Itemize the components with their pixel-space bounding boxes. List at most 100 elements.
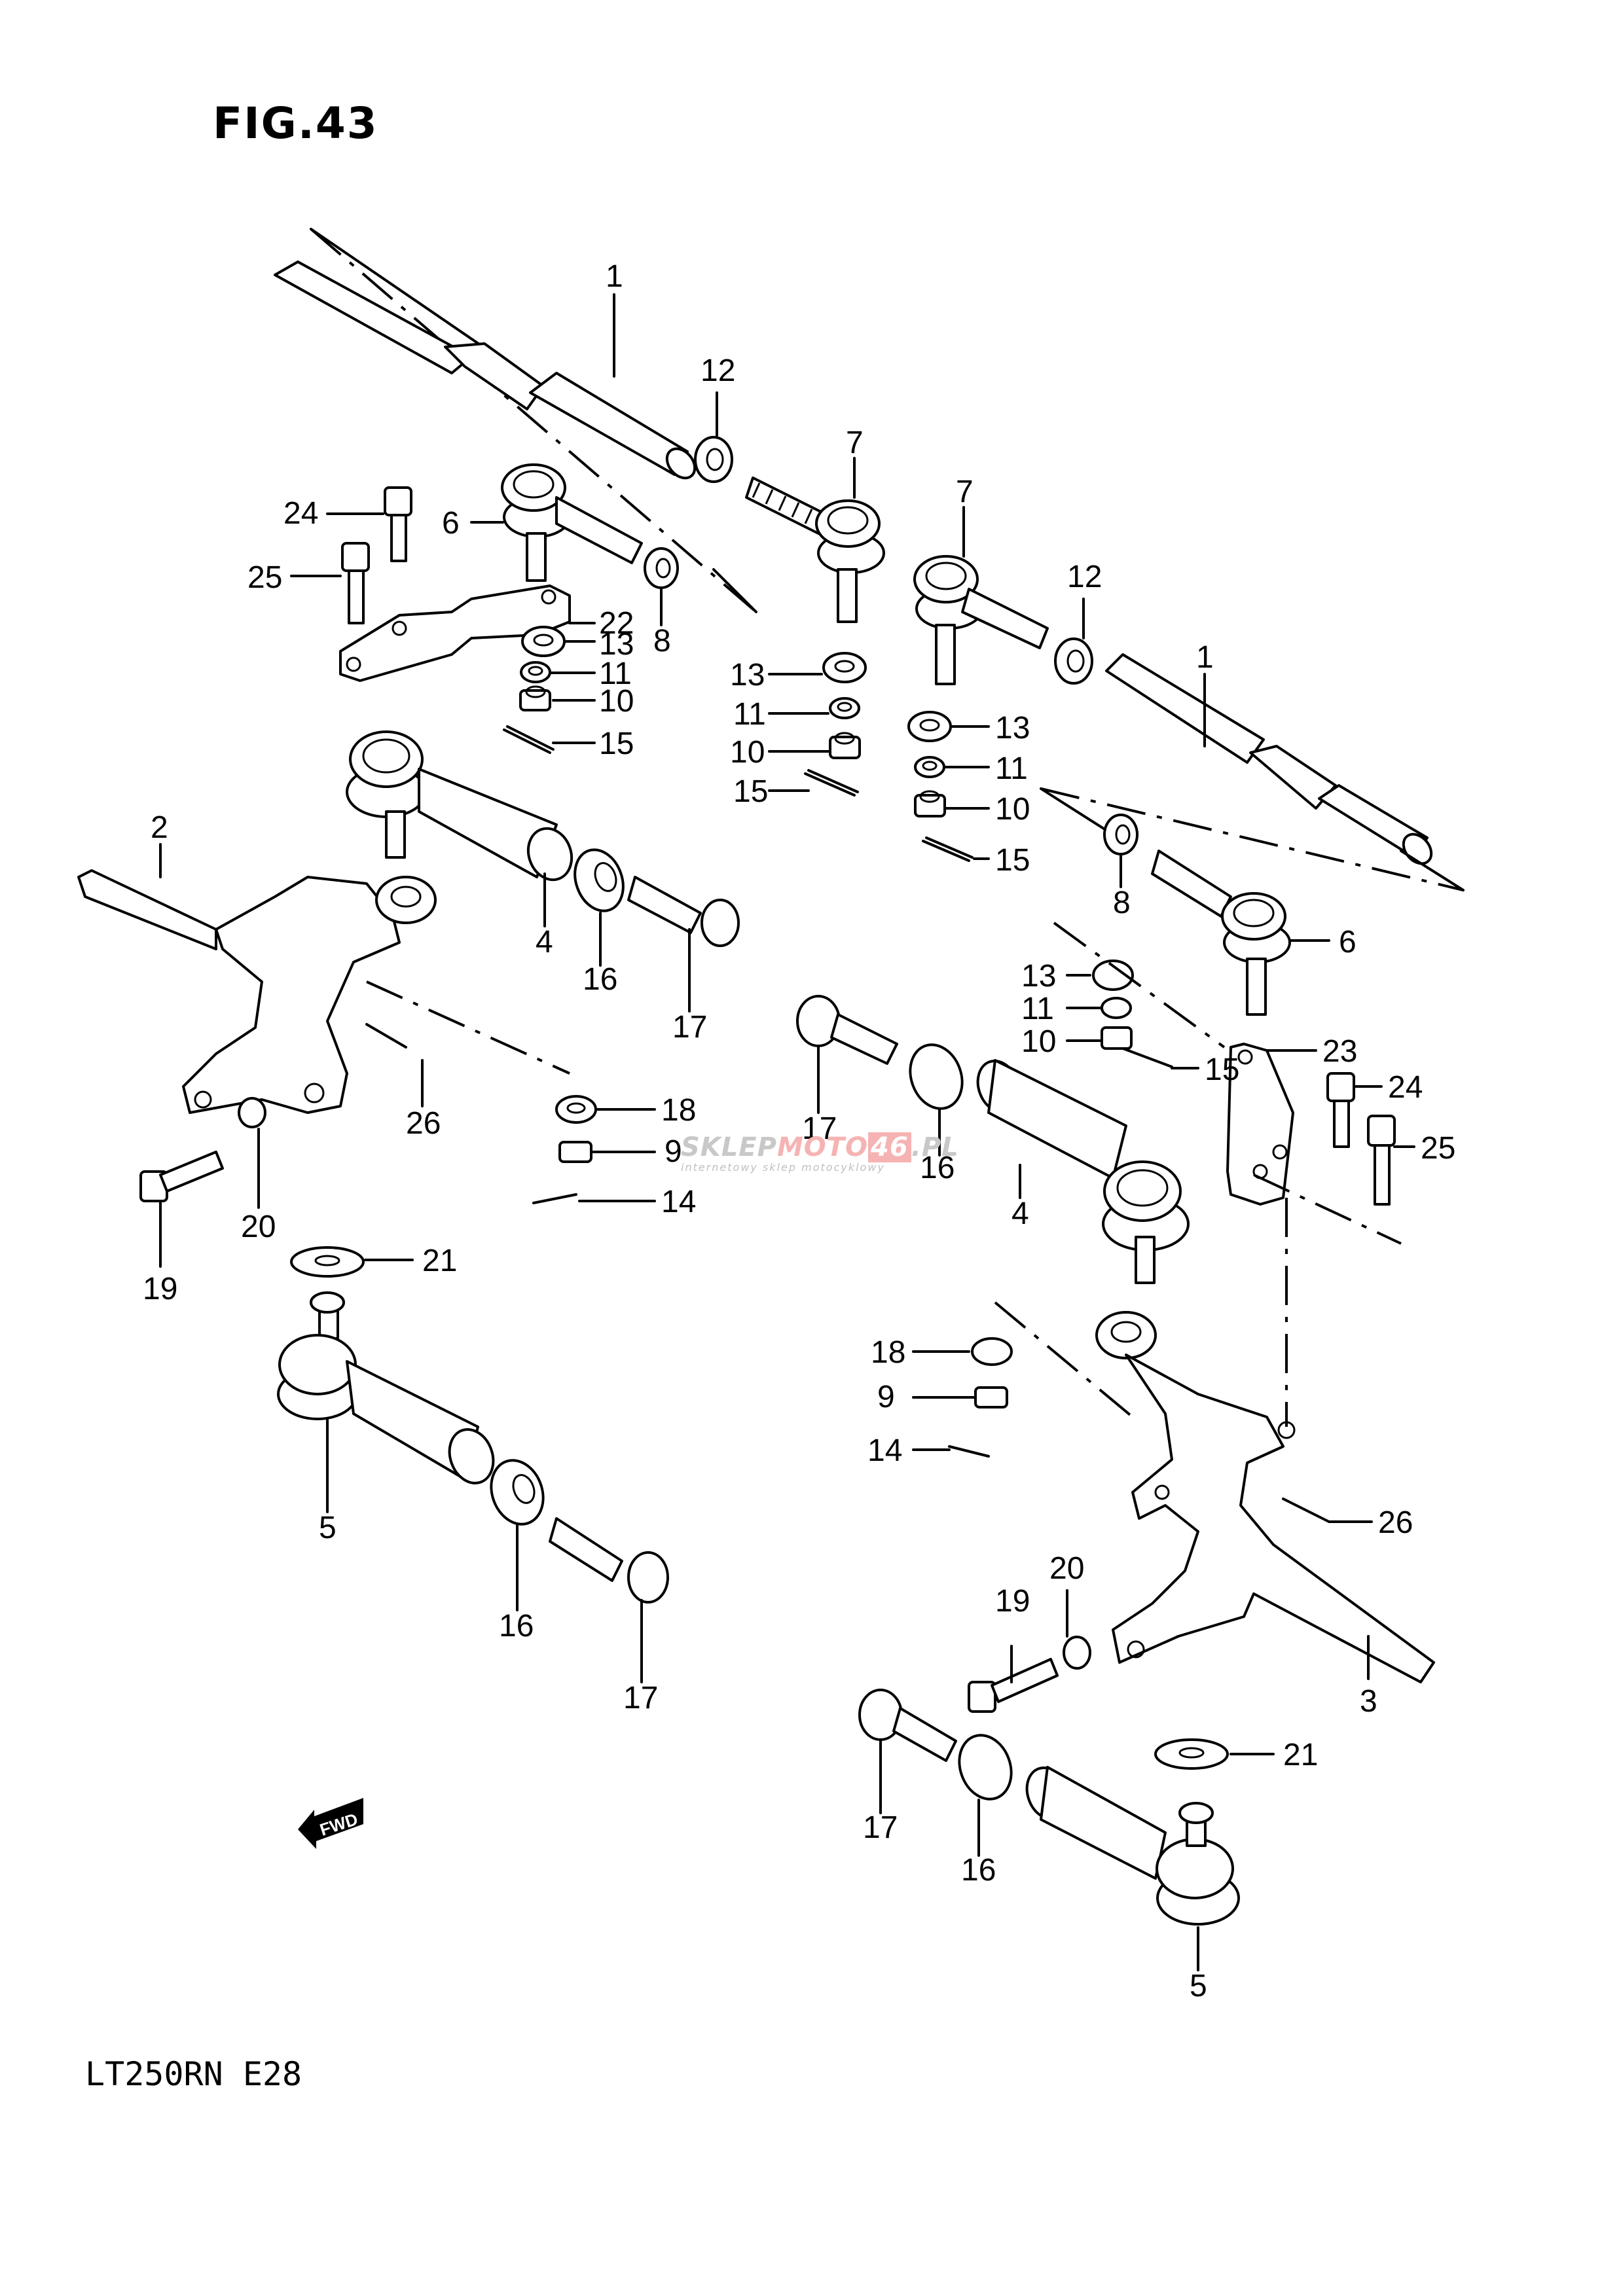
callout-8-upper: 8 — [653, 624, 671, 658]
washer-13-ul — [521, 626, 566, 657]
nut-10-right — [914, 790, 946, 817]
cotter-pin-26-lr — [1282, 1498, 1330, 1523]
watermark-text-moto: MOTO — [776, 1132, 869, 1162]
spacer-16-ll — [490, 1459, 545, 1526]
nut-8-right — [1103, 814, 1138, 855]
callout-13-right: 13 — [995, 711, 1030, 745]
tie-rod-right — [1040, 653, 1465, 891]
washer-20-lr — [1063, 1636, 1091, 1670]
callout-16-lr: 16 — [961, 1853, 996, 1888]
spring-washer-11-right — [914, 756, 945, 778]
tie-rod-end-5-right — [1025, 1766, 1240, 1926]
callout-20-left: 20 — [241, 1210, 276, 1244]
nut-10-center — [829, 732, 861, 759]
watermark-tagline: internetowy sklep motocyklowy — [681, 1161, 885, 1174]
callout-19-right: 19 — [995, 1584, 1030, 1619]
callout-18-left: 18 — [661, 1093, 696, 1128]
callout-7-center: 7 — [846, 425, 864, 460]
washer-13-right — [907, 711, 952, 742]
callout-20-right: 20 — [1049, 1551, 1084, 1586]
callout-9-left: 9 — [665, 1134, 682, 1169]
spacer-16-lr — [958, 1734, 1013, 1801]
arm-plate-23 — [1226, 1043, 1294, 1206]
callout-13-center: 13 — [730, 658, 765, 692]
spring-washer-11-ul — [520, 661, 551, 683]
callout-12-upper: 12 — [701, 353, 735, 388]
callout-17-lr: 17 — [863, 1810, 898, 1845]
callout-10-center: 10 — [730, 735, 765, 770]
callout-15-cr: 15 — [1205, 1052, 1239, 1087]
bolt-19-ul — [139, 1151, 224, 1202]
callout-15-right: 15 — [995, 843, 1030, 878]
tie-rod-end-7-right — [913, 555, 1049, 685]
callout-1-upper: 1 — [606, 259, 623, 294]
callout-8-right: 8 — [1113, 886, 1131, 920]
callout-4-right: 4 — [1011, 1196, 1029, 1231]
callout-17-ul: 17 — [672, 1010, 707, 1045]
callout-7-right: 7 — [956, 475, 974, 509]
callout-26-left: 26 — [406, 1106, 441, 1141]
washer-13-center — [822, 652, 867, 683]
callout-14-right: 14 — [867, 1433, 902, 1468]
callout-12-right: 12 — [1067, 560, 1102, 594]
callout-17-cr: 17 — [802, 1111, 837, 1146]
knuckle-2-left — [77, 869, 437, 1114]
bolt-24-upper — [384, 486, 412, 562]
callout-23: 23 — [1322, 1034, 1357, 1069]
callout-15-ul: 15 — [599, 726, 634, 761]
bolt-19-lr — [968, 1658, 1059, 1713]
callout-9-right: 9 — [877, 1380, 895, 1414]
callout-14-left: 14 — [661, 1185, 696, 1219]
tie-rod-end-6-upper — [501, 463, 643, 582]
bolt-25-right — [1367, 1115, 1396, 1206]
callout-19-left: 19 — [143, 1272, 177, 1306]
callout-6-upper: 6 — [442, 506, 460, 541]
callout-16-cr: 16 — [920, 1151, 955, 1185]
model-code: LT250RN E28 — [85, 2055, 302, 2093]
spacer-16-ul — [574, 848, 625, 912]
callout-4-left: 4 — [536, 925, 553, 960]
callout-10-ul: 10 — [599, 684, 634, 719]
knuckle-3-right — [1095, 1311, 1435, 1683]
washer-18-ul — [555, 1095, 597, 1124]
tie-rod-end-6-right — [1151, 850, 1291, 1016]
callout-11-ul: 11 — [599, 656, 632, 691]
spring-washer-11-center — [829, 697, 860, 719]
tie-rod-end-4-left — [346, 730, 574, 882]
callout-17-ll: 17 — [623, 1681, 658, 1715]
callout-5-right: 5 — [1190, 1969, 1207, 2003]
cotter-pin-26-ul — [365, 1023, 407, 1049]
callout-10-cr: 10 — [1021, 1024, 1056, 1059]
nut-10-cr — [1101, 1026, 1133, 1050]
bolt-17-ul — [627, 876, 740, 947]
callout-21-right: 21 — [1283, 1738, 1318, 1772]
callout-22: 22 — [599, 606, 634, 641]
watermark-text-sklep: SKLEP — [681, 1132, 777, 1162]
washer-18-lr — [971, 1337, 1013, 1366]
bolt-17-cr — [796, 995, 898, 1065]
nut-8-upper — [644, 547, 679, 589]
castle-nut-9-ul — [558, 1141, 592, 1163]
lock-nut-12-right — [1054, 637, 1093, 685]
washer-21-lr — [1154, 1738, 1229, 1770]
callout-18-right: 18 — [871, 1335, 905, 1370]
figure-title: FIG.43 — [213, 98, 378, 149]
tie-rod-end-4-right — [976, 1059, 1190, 1284]
washer-21-ul — [290, 1246, 365, 1278]
tie-rod-end-7-upper — [745, 476, 885, 623]
callout-16-ul: 16 — [583, 962, 617, 997]
castle-nut-9-lr — [974, 1386, 1008, 1408]
callout-26-right: 26 — [1378, 1505, 1413, 1540]
lock-nut-12-upper — [694, 436, 733, 483]
callout-15-center: 15 — [733, 774, 768, 809]
spacer-16-cr — [909, 1043, 964, 1110]
callout-25-upper: 25 — [247, 560, 282, 595]
cotter-pin-15-right — [922, 836, 974, 862]
nut-10-ul — [519, 685, 551, 711]
callout-13-ul: 13 — [599, 627, 634, 662]
tie-rod-upper-left — [274, 228, 757, 613]
callout-6-right: 6 — [1339, 925, 1357, 960]
callout-1-right: 1 — [1196, 640, 1214, 675]
